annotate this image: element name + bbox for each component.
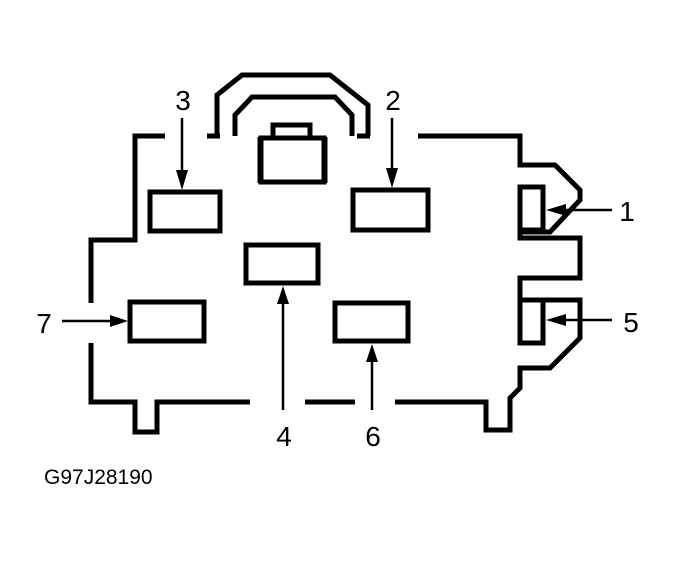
terminal-cavity-1 [517, 184, 546, 233]
terminal-label-4: 4 [276, 421, 292, 452]
terminal-label-3: 3 [175, 85, 191, 116]
terminal-label-1: 1 [619, 196, 635, 227]
figure-code: G97J28190 [44, 466, 153, 489]
terminal-cavity-7 [127, 299, 207, 344]
connector-housing-outline [88, 133, 583, 435]
terminal-cavity-6 [332, 300, 411, 344]
terminal-label-6: 6 [365, 421, 381, 452]
latch-tab-top [270, 122, 313, 141]
terminal-labels: 3 2 1 5 7 4 6 [36, 85, 639, 452]
callout-arrows [62, 118, 612, 410]
terminal-label-7: 7 [36, 308, 52, 339]
terminal-cavity-4 [243, 242, 321, 286]
terminal-cavity-3 [147, 189, 223, 234]
latch [214, 72, 371, 185]
terminal-cavity-2 [350, 187, 431, 233]
terminal-label-2: 2 [385, 85, 401, 116]
terminal-cavity-5 [517, 297, 546, 346]
latch-tab [258, 135, 327, 185]
terminal-label-5: 5 [623, 307, 639, 338]
terminal-cavities [127, 184, 546, 346]
